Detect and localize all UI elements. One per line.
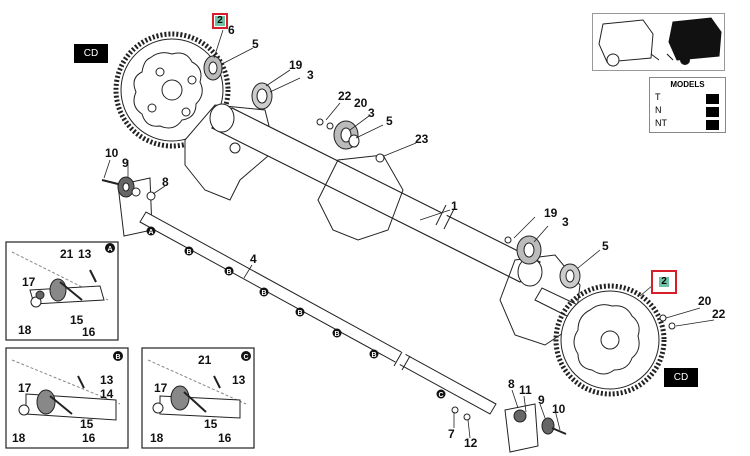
shaft-marker-c: C xyxy=(436,389,446,399)
svg-text:1: 1 xyxy=(451,199,458,213)
svg-text:8: 8 xyxy=(508,377,515,391)
svg-text:21: 21 xyxy=(60,247,74,261)
shaft-marker-b2: B xyxy=(224,266,234,276)
svg-text:A: A xyxy=(148,229,153,236)
model-nt-marker xyxy=(706,120,719,130)
svg-text:11: 11 xyxy=(519,383,532,397)
svg-text:15: 15 xyxy=(80,417,94,431)
baler-thumbnails xyxy=(598,17,722,67)
svg-text:20: 20 xyxy=(354,96,368,110)
svg-text:B: B xyxy=(261,290,266,297)
bracket-left xyxy=(101,176,156,237)
shaft-marker-b3: B xyxy=(259,287,269,297)
svg-text:10: 10 xyxy=(552,402,566,416)
svg-text:23: 23 xyxy=(415,132,429,146)
svg-text:B: B xyxy=(297,310,302,317)
svg-text:C: C xyxy=(243,354,248,361)
svg-text:20: 20 xyxy=(698,294,712,308)
svg-text:19: 19 xyxy=(544,206,558,220)
model-row-nt: NT xyxy=(655,118,667,128)
svg-text:13: 13 xyxy=(78,247,92,261)
svg-text:17: 17 xyxy=(18,381,32,395)
cd-badge-top: CD xyxy=(74,44,108,63)
svg-text:16: 16 xyxy=(218,431,232,445)
inset-a: A 21 13 17 15 16 18 xyxy=(5,241,119,341)
svg-text:14: 14 xyxy=(100,387,114,401)
svg-text:17: 17 xyxy=(22,275,36,289)
bracket-right xyxy=(451,403,567,453)
main-roller-tube xyxy=(209,103,543,287)
svg-text:3: 3 xyxy=(562,215,569,229)
bearing-top-left xyxy=(203,55,273,110)
model-t-marker xyxy=(706,94,719,104)
cd-badge-bottom: CD xyxy=(664,368,698,387)
baler-filled-icon xyxy=(666,17,722,65)
highlight-callout-right-label: 2 xyxy=(659,277,669,287)
svg-text:A: A xyxy=(107,246,112,253)
callouts-main: 6 5 19 3 22 20 3 5 23 1 4 19 3 5 20 22 1… xyxy=(105,23,726,450)
svg-text:12: 12 xyxy=(464,436,478,450)
svg-text:9: 9 xyxy=(538,393,545,407)
svg-text:19: 19 xyxy=(289,58,303,72)
svg-text:B: B xyxy=(371,352,376,359)
svg-text:4: 4 xyxy=(250,252,257,266)
svg-text:22: 22 xyxy=(338,89,352,103)
svg-text:B: B xyxy=(186,249,191,256)
svg-text:16: 16 xyxy=(82,325,96,339)
svg-text:15: 15 xyxy=(204,417,218,431)
leader-lines xyxy=(103,29,715,439)
svg-text:7: 7 xyxy=(448,427,455,441)
svg-text:22: 22 xyxy=(712,307,726,321)
shaft-marker-b1: B xyxy=(184,246,194,256)
svg-text:5: 5 xyxy=(386,114,393,128)
svg-text:B: B xyxy=(115,354,120,361)
baler-outline-icon xyxy=(598,19,660,67)
model-n-marker xyxy=(706,107,719,117)
small-hardware xyxy=(316,118,676,330)
shaft-marker-b6: B xyxy=(369,349,379,359)
svg-text:18: 18 xyxy=(18,323,32,337)
svg-text:10: 10 xyxy=(105,146,119,160)
models-title: MODELS xyxy=(670,80,705,89)
sprocket-bottom-right xyxy=(553,283,667,397)
svg-text:13: 13 xyxy=(100,373,114,387)
inset-c: C 21 13 17 15 16 18 xyxy=(141,347,255,449)
shaft-marker-b4: B xyxy=(295,307,305,317)
svg-text:3: 3 xyxy=(368,106,375,120)
svg-text:15: 15 xyxy=(70,313,84,327)
highlight-callout-top[interactable]: 2 xyxy=(212,13,228,29)
svg-text:C: C xyxy=(438,392,443,399)
svg-text:18: 18 xyxy=(12,431,26,445)
svg-text:5: 5 xyxy=(252,37,259,51)
models-legend: MODELS T N NT xyxy=(649,77,726,133)
highlight-callout-right[interactable]: 2 xyxy=(651,270,677,294)
highlight-callout-top-label: 2 xyxy=(215,16,225,26)
svg-text:3: 3 xyxy=(307,68,314,82)
end-plate-right xyxy=(499,235,581,346)
svg-text:17: 17 xyxy=(154,381,168,395)
end-plate-middle xyxy=(317,120,404,241)
svg-text:21: 21 xyxy=(198,353,212,367)
svg-text:8: 8 xyxy=(162,175,169,189)
sprocket-top-left xyxy=(113,31,231,149)
svg-text:6: 6 xyxy=(228,23,235,37)
inset-b: B 13 14 17 15 16 18 xyxy=(5,347,129,449)
svg-text:9: 9 xyxy=(122,156,129,170)
model-row-n: N xyxy=(655,105,662,115)
model-row-t: T xyxy=(655,92,661,102)
svg-text:5: 5 xyxy=(602,239,609,253)
svg-text:16: 16 xyxy=(82,431,96,445)
shaft-marker-b5: B xyxy=(332,328,342,338)
shaft-marker-a: A xyxy=(146,226,156,236)
svg-text:B: B xyxy=(334,331,339,338)
svg-text:B: B xyxy=(226,269,231,276)
svg-text:13: 13 xyxy=(232,373,246,387)
svg-text:18: 18 xyxy=(150,431,164,445)
baler-thumbnail-panel xyxy=(592,13,725,71)
